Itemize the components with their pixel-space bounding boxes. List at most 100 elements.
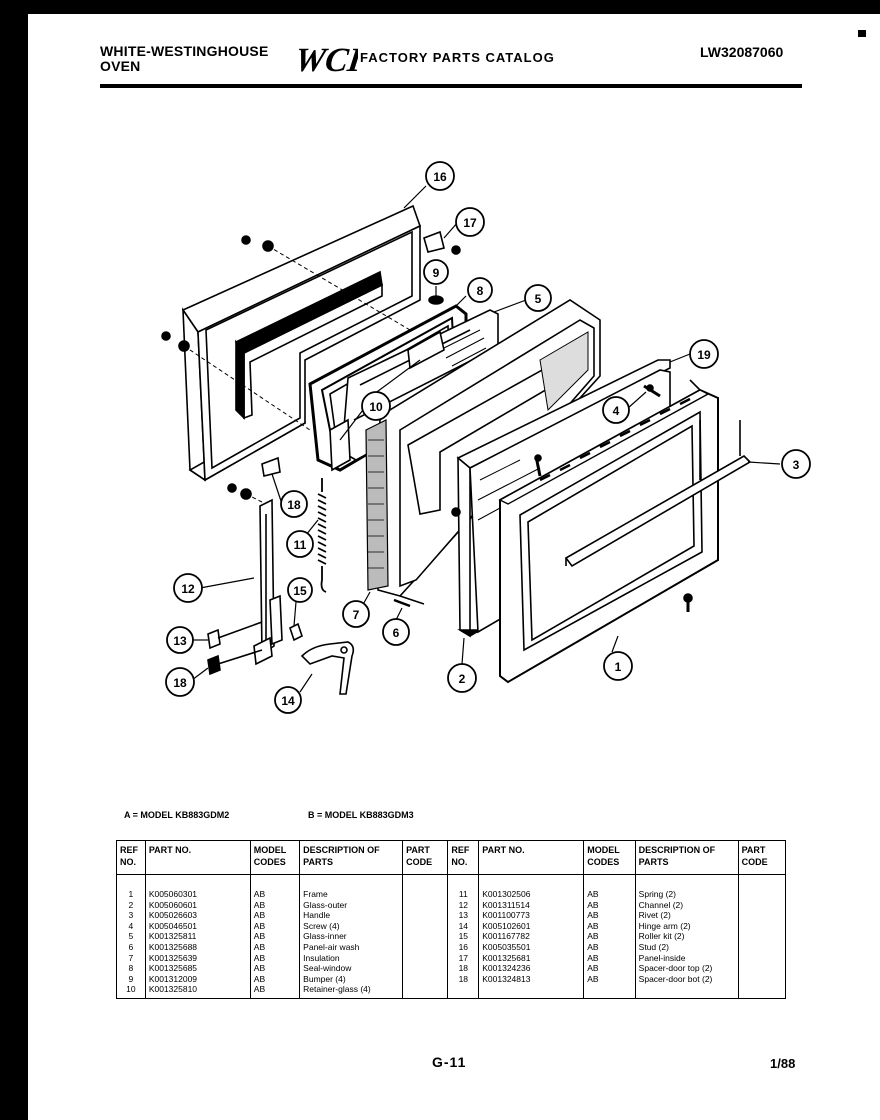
svg-text:5: 5	[535, 292, 542, 306]
right-codes-cell: AB	[583, 941, 636, 953]
right-part-cell: K001167782	[478, 931, 585, 942]
right-ref-cell: 16	[447, 941, 480, 953]
left-part-code-cell	[402, 984, 449, 999]
channel-part	[253, 498, 283, 666]
right-part-code-cell	[737, 963, 787, 974]
callout-1: 1	[603, 651, 633, 681]
svg-text:12: 12	[181, 582, 195, 596]
left-part-code-cell	[402, 941, 449, 953]
legend-model-a: A = MODEL KB883GDM2	[124, 810, 230, 820]
svg-text:14: 14	[281, 694, 295, 708]
callout-18-bottom: 18	[280, 490, 308, 518]
svg-text:8: 8	[477, 284, 484, 298]
right-part-code-cell	[737, 984, 787, 999]
left-desc-cell: Screw (4)	[299, 920, 404, 932]
right-part-code-cell	[737, 920, 787, 932]
svg-text:19: 19	[697, 348, 711, 362]
callout-14: 14	[274, 686, 302, 714]
header-model-codes-right: MODEL CODES	[583, 840, 636, 875]
left-codes-cell: AB	[249, 984, 301, 999]
left-part-cell: K001325639	[144, 952, 251, 964]
left-codes-cell: AB	[249, 941, 301, 953]
right-ref-cell: 11	[447, 874, 480, 900]
svg-text:6: 6	[393, 626, 400, 640]
left-part-cell: K005026603	[144, 910, 251, 921]
right-ref-cell: 18	[447, 973, 480, 985]
right-codes-cell: AB	[583, 899, 636, 911]
svg-text:13: 13	[173, 634, 187, 648]
left-ref-cell: 6	[116, 941, 146, 953]
right-part-cell: K001325681	[478, 952, 585, 964]
left-part-cell: K005060301	[144, 874, 251, 900]
right-codes-cell: AB	[583, 910, 636, 921]
callout-6: 6	[382, 618, 410, 646]
right-ref-cell: 13	[447, 910, 480, 921]
right-ref-cell	[447, 984, 480, 999]
right-codes-cell: AB	[583, 973, 636, 985]
left-part-cell: K001325810	[144, 984, 251, 999]
header-part-no-right: PART NO.	[478, 840, 585, 875]
callout-2: 2	[447, 663, 477, 693]
rivet-stud-parts	[207, 621, 263, 676]
header-description-right: DESCRIPTION OF PARTS	[634, 840, 739, 875]
header-part-code-left: PART CODE	[402, 840, 449, 875]
left-desc-cell: Seal-window	[299, 963, 404, 974]
spring-part	[317, 478, 327, 593]
svg-text:7: 7	[353, 608, 360, 622]
callout-5: 5	[524, 284, 552, 312]
left-part-code-cell	[402, 963, 449, 974]
brand-line-2: OVEN	[100, 58, 141, 74]
callout-10: 10	[361, 391, 391, 421]
right-desc-cell: Roller kit (2)	[634, 931, 739, 942]
right-desc-cell: Spacer-door bot (2)	[634, 973, 739, 985]
callout-labels: 16 17 9 8 5 19 4 10 3 18 11 12 15 7 6 13…	[165, 161, 811, 714]
right-codes-cell	[583, 984, 636, 999]
svg-text:3: 3	[793, 458, 800, 472]
svg-text:1: 1	[615, 660, 622, 674]
right-part-cell: K001311514	[478, 899, 585, 911]
left-desc-cell: Handle	[299, 910, 404, 921]
left-part-code-cell	[402, 973, 449, 985]
right-part-code-cell	[737, 874, 787, 900]
left-codes-cell: AB	[249, 931, 301, 942]
panel-part-19	[456, 359, 671, 638]
right-desc-cell	[634, 984, 739, 999]
scan-speck	[380, 4, 392, 10]
left-part-code-cell	[402, 910, 449, 921]
header-part-code-right: PART CODE	[737, 840, 787, 875]
callout-8: 8	[467, 277, 493, 303]
header-part-no-left: PART NO.	[144, 840, 251, 875]
right-ref-cell: 12	[447, 899, 480, 911]
right-desc-cell: Rivet (2)	[634, 910, 739, 921]
callout-7: 7	[342, 600, 370, 628]
left-codes-cell: AB	[249, 920, 301, 932]
right-part-cell	[478, 984, 585, 999]
right-part-cell: K005102601	[478, 920, 585, 932]
svg-text:17: 17	[463, 216, 477, 230]
left-part-cell: K001312009	[144, 973, 251, 985]
svg-text:16: 16	[433, 170, 447, 184]
left-desc-cell: Insulation	[299, 952, 404, 964]
right-part-cell: K001100773	[478, 910, 585, 921]
hinge-arm-part	[300, 641, 355, 695]
header-ref-no-left: REF NO.	[116, 840, 146, 875]
right-part-cell: K005035501	[478, 941, 585, 953]
left-ref-cell: 7	[116, 952, 146, 964]
left-part-code-cell	[402, 920, 449, 932]
exploded-door-diagram	[161, 185, 781, 695]
left-codes-cell: AB	[249, 899, 301, 911]
roller-part	[289, 622, 303, 642]
left-desc-cell: Retainer-glass (4)	[299, 984, 404, 999]
callout-15: 15	[287, 577, 313, 603]
right-part-cell: K001302506	[478, 874, 585, 900]
left-codes-cell: AB	[249, 963, 301, 974]
left-codes-cell: AB	[249, 952, 301, 964]
right-codes-cell: AB	[583, 963, 636, 974]
left-part-cell: K005046501	[144, 920, 251, 932]
